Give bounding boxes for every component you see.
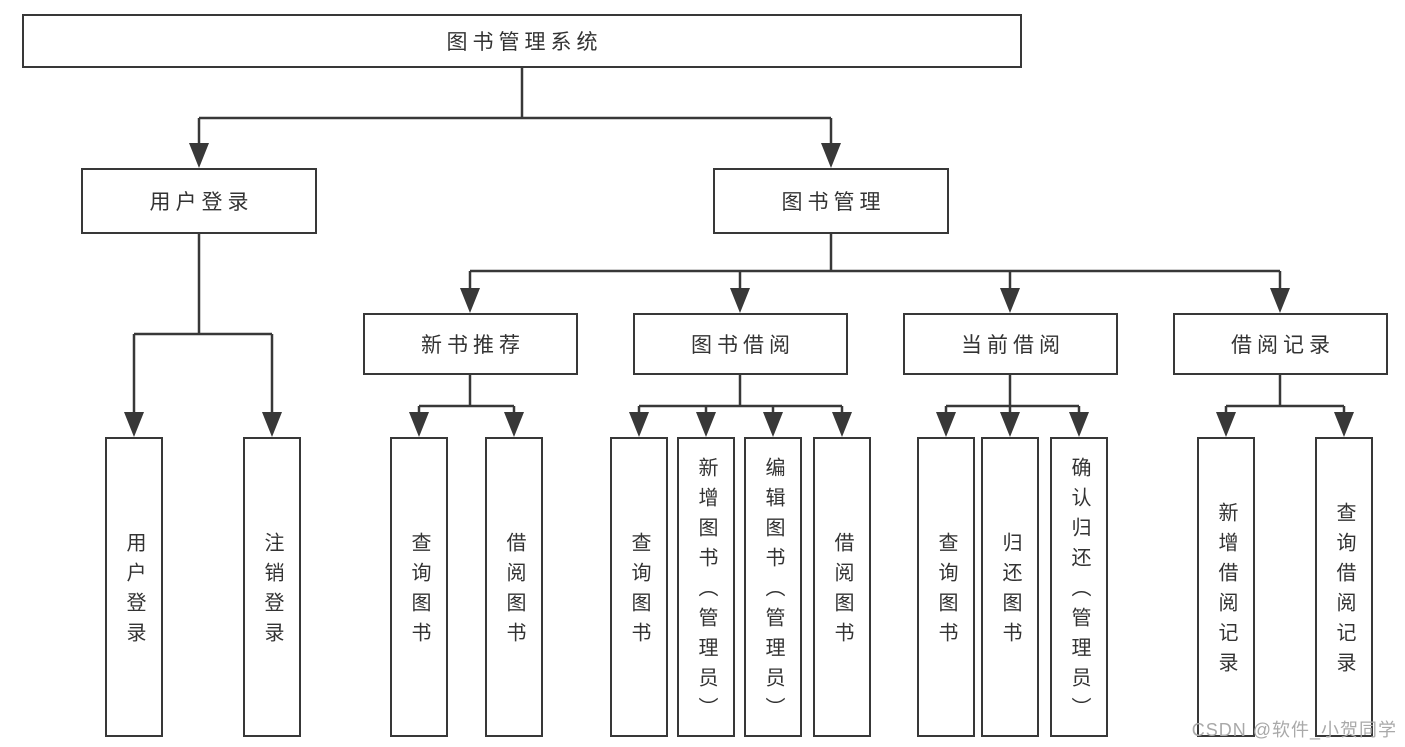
node-label: 图书借阅	[691, 334, 795, 357]
node-borrow-records: 借阅记录	[1173, 313, 1388, 375]
leaf-logout: 注销登录	[243, 437, 301, 737]
node-label: 图书管理	[781, 191, 886, 214]
node-label: 借阅记录	[1231, 334, 1335, 357]
leaf-borrow-books: 借阅图书	[485, 437, 543, 737]
leaf-confirm-return-admin: 确认归还（管理员）	[1050, 437, 1108, 737]
leaf-query-borrow-record: 查询借阅记录	[1315, 437, 1373, 737]
leaf-add-borrow-record: 新增借阅记录	[1197, 437, 1255, 737]
leaf-add-book-admin: 新增图书（管理员）	[677, 437, 735, 737]
leaf-query-books: 查询图书	[390, 437, 448, 737]
node-user-login-branch: 用户登录	[81, 168, 317, 234]
leaf-borrow-books: 借阅图书	[813, 437, 871, 737]
node-label: 当前借阅	[961, 334, 1065, 357]
leaf-query-books: 查询图书	[610, 437, 668, 737]
root-node-library-management-system: 图书管理系统	[22, 14, 1022, 68]
leaf-query-books: 查询图书	[917, 437, 975, 737]
node-current-borrow: 当前借阅	[903, 313, 1118, 375]
node-label: 用户登录	[149, 191, 254, 214]
node-book-management: 图书管理	[713, 168, 949, 234]
watermark: CSDN @软件_小贺同学	[1191, 720, 1397, 740]
leaf-edit-book-admin: 编辑图书（管理员）	[744, 437, 802, 737]
leaf-user-login: 用户登录	[105, 437, 163, 737]
node-book-borrow: 图书借阅	[633, 313, 848, 375]
leaf-return-book: 归还图书	[981, 437, 1039, 737]
root-node-label: 图书管理系统	[446, 31, 603, 54]
node-label: 新书推荐	[421, 334, 525, 357]
node-new-book-recommend: 新书推荐	[363, 313, 578, 375]
